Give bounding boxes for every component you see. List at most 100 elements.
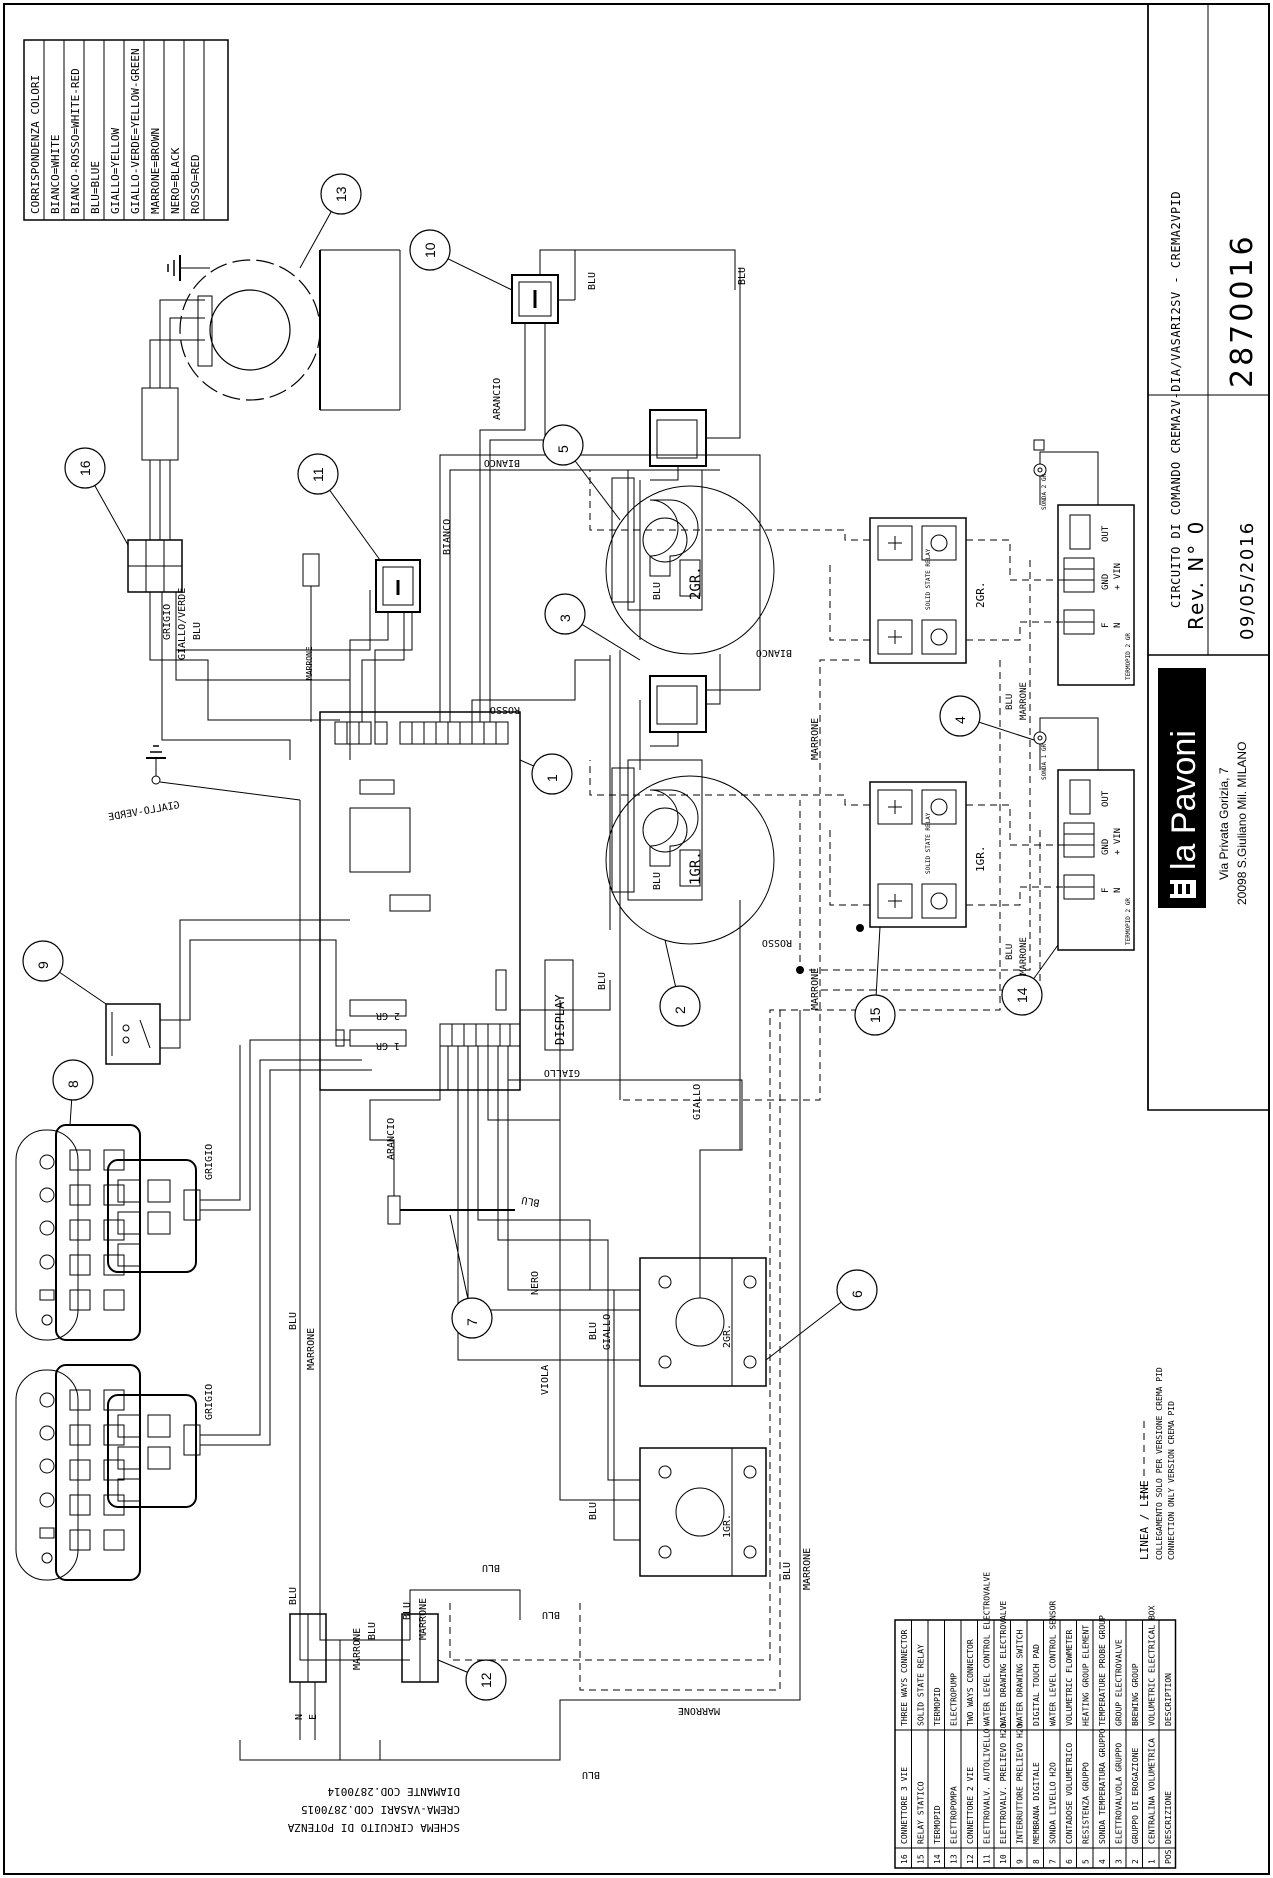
callout-circle (465, 1659, 507, 1701)
callout-number: 2 (672, 1006, 688, 1014)
group-1-flowmeter-label: 1GR. (722, 1514, 733, 1538)
ssr-title: SOLID STATE RELAY (925, 548, 932, 610)
parts-desc-it: MEMBRANA DIGITALE (1032, 1762, 1041, 1844)
callout-number: 4 (952, 716, 968, 724)
wire-label: BIANCO (484, 457, 520, 468)
brown-connector (302, 553, 320, 722)
parts-desc-en: TWO WAYS CONNECTOR (966, 1639, 975, 1726)
parts-desc-it: ELETTROPOMPA (950, 1786, 959, 1844)
parts-pos: 16 (900, 1854, 909, 1864)
parts-desc-en: HEATING GROUP ELEMENT (1082, 1625, 1091, 1726)
termopid-model: TERMOPID 2 GR (1125, 898, 1132, 945)
callout-number: 15 (867, 1007, 883, 1023)
circuit-title: CIRCUITO DI COMANDO CREMA2V-DIA/VASARI2S… (1169, 191, 1183, 608)
solid-state-relay-2 (869, 517, 967, 664)
drawing-number: 2870016 (1225, 233, 1260, 388)
wire-label: ROSSO (762, 937, 792, 948)
callout-circle (22, 940, 64, 982)
callout-number: 6 (849, 1290, 865, 1298)
temperature-probe-1 (1033, 717, 1099, 770)
termopid-model: TERMOPID 2 GR (1125, 633, 1132, 680)
parts-desc-it: GRUPPO DI EROGAZIONE (1131, 1747, 1140, 1844)
termopid-f: F (1101, 623, 1111, 628)
group-2-connector-label: 2 GR (375, 1010, 400, 1021)
electropump-13 (179, 249, 401, 411)
callout-number: 5 (555, 445, 571, 453)
callout-circle (531, 753, 573, 795)
callout-circle (1001, 974, 1043, 1016)
wire-label: BLU (482, 1562, 500, 1573)
group-1-connector-label: 1 GR (375, 1040, 400, 1051)
callout-number: 16 (77, 460, 93, 476)
power-note-line: SCHEMA CIRCUITO DI POTENZA (287, 1821, 460, 1834)
revision-date: 09/05/2016 (1237, 521, 1258, 640)
wire-label: BLU (652, 872, 663, 890)
wire-label: MARRONE (352, 1628, 363, 1670)
callout-number: 12 (478, 1672, 494, 1688)
parts-desc-en: VOLUMETRIC FLOWMETER (1065, 1629, 1074, 1726)
earth-symbol (146, 745, 301, 801)
wire-label: BLU (542, 1609, 560, 1620)
parts-desc-it: SONDA LIVELLO H2O (1049, 1762, 1058, 1844)
callout-number: 1 (544, 774, 560, 782)
parts-desc-en: WATER LEVEL CONTROL ELECTROVALVE (983, 1572, 992, 1726)
parts-desc-it: CONNETTORE 2 VIE (966, 1767, 975, 1844)
parts-desc-en: DESCRIPTION (1164, 1673, 1173, 1726)
wire-label: MARRONE (1019, 682, 1029, 720)
brewing-group-2 (605, 469, 775, 655)
small-terminal (335, 1029, 345, 1047)
wire-label: BLU (652, 582, 663, 600)
parts-pos: 10 (999, 1854, 1008, 1864)
wire-label: GRIGIO (204, 1384, 215, 1420)
group-1-electrovalve (649, 675, 707, 747)
digital-touch-pad-8 (15, 1039, 350, 1341)
colour-legend: CORRISPONDENZA COLORI BIANCO=WHITE BIANC… (23, 39, 229, 221)
callout-number: 8 (65, 1080, 81, 1088)
wire-label: BLU (782, 1562, 793, 1580)
wire-label: GIALLO/VERDE (177, 588, 188, 660)
callout-number: 14 (1014, 987, 1030, 1003)
drawing-frame (3, 3, 1270, 1875)
wire-label: BLU (288, 1587, 299, 1605)
group-2-relay-label: 2GR. (974, 582, 987, 609)
group-wiring (439, 268, 761, 1011)
parts-desc-it: INTERRUTTORE PRELIEVO H2O (1016, 1723, 1025, 1844)
line-legend-text: COLLEGAMENTO SOLO PER VERSIONE CREMA PID (1155, 1367, 1164, 1560)
junction-dot (796, 966, 804, 974)
wire-label: NERO (530, 1271, 541, 1295)
power-note-line: CREMA-VASARI COD.2870015 (301, 1803, 460, 1816)
brand-name: la Pavoni (1165, 730, 1203, 870)
callout-circle (544, 593, 586, 635)
address-line-1: Via Privata Gorizia, 7 (1217, 767, 1231, 880)
group-2-label: 2GR. (688, 566, 704, 600)
mains-e: E (308, 1714, 319, 1720)
water-switch-9 (105, 919, 350, 1065)
power-circuit-note: DIAMANTE COD.2870014 CREMA-VASARI COD.28… (287, 1785, 460, 1834)
parts-desc-it: CONTADOSE VOLUMETRICO (1065, 1743, 1074, 1844)
colour-legend-row: NERO=BLACK (169, 147, 182, 214)
callout-number: 3 (557, 614, 573, 622)
parts-pos: 11 (983, 1854, 992, 1864)
parts-pos: 1 (1148, 1859, 1157, 1864)
wire-label: MARRONE (810, 968, 821, 1010)
wire-label: GIALLO-VERDE (107, 800, 180, 823)
callout-number: 11 (310, 467, 326, 482)
parts-pos: 3 (1115, 1859, 1124, 1864)
callout-circle (320, 173, 362, 215)
parts-desc-en: GROUP ELECTROVALVE (1115, 1639, 1124, 1726)
line-legend: LINEA / LINE COLLEGAMENTO SOLO PER VERSI… (1138, 1367, 1176, 1560)
wire-label: MARRONE (1019, 937, 1029, 975)
colour-legend-row: BIANCO-ROSSO=WHITE-RED (69, 68, 82, 214)
termopid-n: N (1113, 888, 1123, 893)
group-1-relay-label: 1GR. (974, 846, 987, 873)
callout-number: 10 (422, 242, 438, 258)
colour-legend-row: BLU=BLUE (89, 161, 102, 214)
colour-legend-row: ROSSO=RED (189, 154, 202, 214)
level-electrovalve-11 (349, 559, 421, 722)
parts-pos: 12 (966, 1854, 975, 1864)
parts-desc-en: ELECTROPUMP (950, 1673, 959, 1726)
line-legend-title: LINEA / LINE (1138, 1481, 1151, 1560)
parts-pos: 13 (950, 1854, 959, 1864)
parts-desc-it: TERMOPID (933, 1805, 942, 1844)
probe-label: SONDA 2 GR (1041, 473, 1048, 510)
